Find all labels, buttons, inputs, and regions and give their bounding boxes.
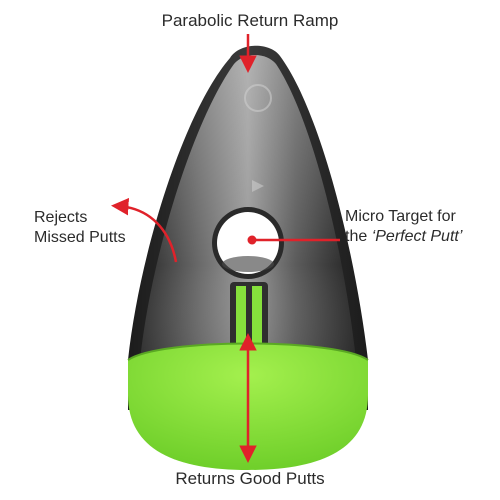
- micro-target-label: Micro Target for the ‘Perfect Putt’: [345, 207, 462, 247]
- ramp-label-text: Parabolic Return Ramp: [161, 11, 339, 30]
- reject-arrow: [111, 197, 178, 263]
- returns-label: Returns Good Putts: [0, 468, 500, 489]
- micro-target-hole: [212, 207, 284, 279]
- micro-target-label-line1: Micro Target for: [345, 208, 456, 225]
- rejects-label: Rejects Missed Putts: [34, 208, 126, 248]
- ramp-label: Parabolic Return Ramp: [0, 10, 500, 31]
- micro-target-label-prefix: the: [345, 228, 372, 245]
- micro-target-label-emphasis: ‘Perfect Putt’: [371, 228, 463, 245]
- micro-target-label-line2: the ‘Perfect Putt’: [345, 227, 462, 247]
- returns-label-text: Returns Good Putts: [175, 469, 325, 488]
- rejects-label-line1: Rejects: [34, 209, 88, 226]
- brand-logo: [244, 84, 272, 192]
- rejects-label-line2: Missed Putts: [34, 229, 126, 246]
- micro-target-pointer: [247, 235, 340, 245]
